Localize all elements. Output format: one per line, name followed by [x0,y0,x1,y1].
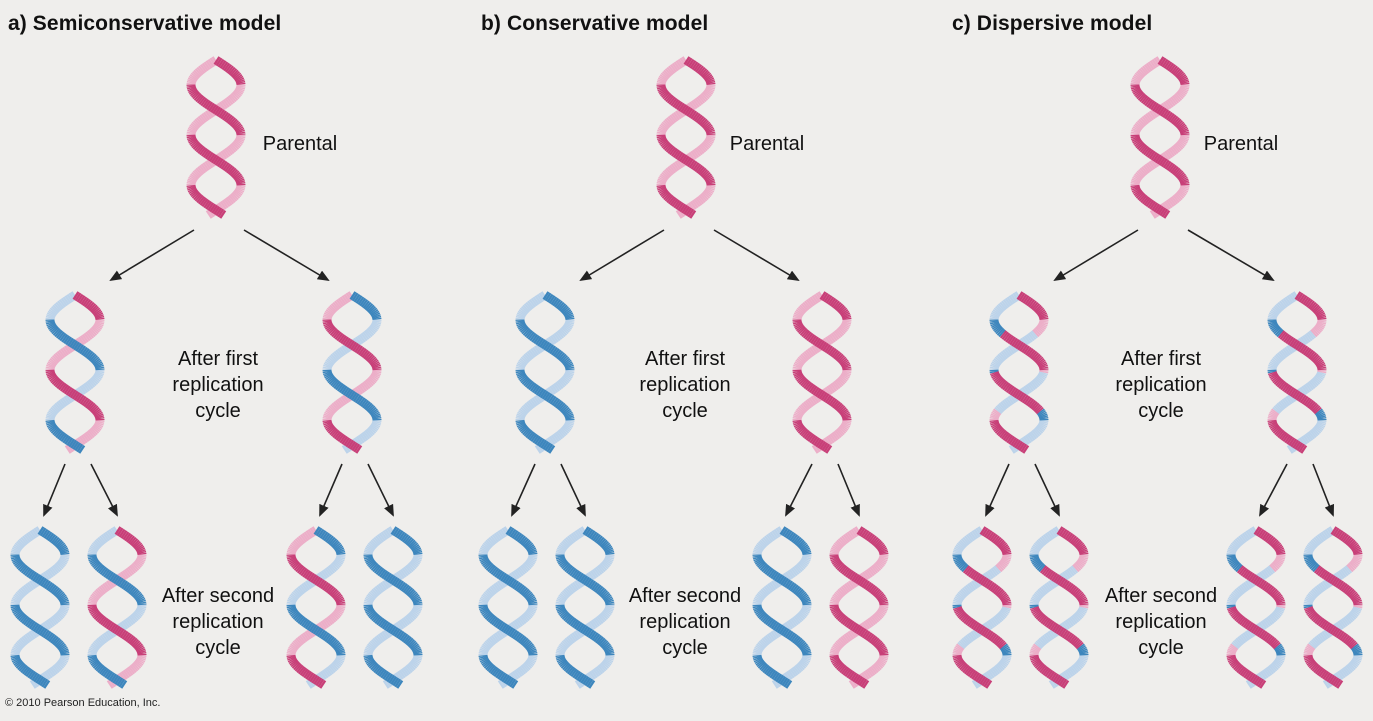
panel-b-title: b) Conservative model [481,12,709,35]
panel-b-second-helix-3 [752,526,812,689]
panel-a-second-helix-1 [10,526,70,689]
panel-c-arrow-to-second-2 [1034,463,1060,517]
panel-c-second-helix-3 [1226,526,1286,689]
panel-a-second-helix-3 [286,526,346,689]
panel-c-second-helix-1 [952,526,1012,689]
panel-c-first-cycle-label: After first replication cycle [1115,348,1207,422]
panel-c-title: c) Dispersive model [952,12,1153,35]
panel-c-arrow-to-second-3 [1259,463,1288,517]
panel-b-second-helix-4 [829,526,889,689]
panel-c-first-helix-2 [1267,291,1327,454]
panel-b-arrow-to-second-2 [560,463,586,517]
panel-a-title: a) Semiconservative model [8,12,282,35]
panel-b-first-helix-2 [792,291,852,454]
panel-a-arrow-to-second-1 [43,463,66,517]
panel-c-parental-helix [1130,56,1190,219]
panel-b-arrow-to-second-4 [837,463,860,517]
panel-c-arrow-to-first-left [1053,229,1139,282]
panel-b-first-cycle-label: After first replication cycle [639,348,731,422]
panel-c-second-helix-2 [1029,526,1089,689]
panel-a-first-helix-2 [322,291,382,454]
panel-b-second-cycle-label: After second replication cycle [628,585,742,659]
panel-a-arrow-to-first-left [109,229,195,282]
panel-c-second-cycle-label: After second replication cycle [1104,585,1218,659]
panel-a-second-helix-4 [363,526,423,689]
panel-c-arrow-to-second-1 [985,463,1010,517]
panel-b-parental-label: Parental [729,133,805,155]
panel-c-parental-label: Parental [1203,133,1279,155]
panel-c-arrow-to-first-right [1187,229,1275,282]
panel-b-second-helix-2 [555,526,615,689]
panel-b-second-helix-1 [478,526,538,689]
panel-a-first-cycle-label: After first replication cycle [172,348,264,422]
panel-c-first-helix-1 [989,291,1049,454]
panel-a-arrow-to-first-right [243,229,330,282]
panel-c-second-helix-4 [1303,526,1363,689]
copyright-notice: © 2010 Pearson Education, Inc. [5,697,161,709]
panel-c-arrow-to-second-4 [1312,463,1335,517]
panel-a-parental-label: Parental [262,133,338,155]
panel-a-arrow-to-second-4 [367,463,394,517]
panel-a-second-helix-2 [87,526,147,689]
panel-b-first-helix-1 [515,291,575,454]
panel-b-arrow-to-second-1 [511,463,536,517]
panel-a-arrow-to-second-3 [319,463,343,517]
panel-a-parental-helix [186,56,246,219]
panel-a-second-cycle-label: After second replication cycle [161,585,275,659]
panel-b-arrow-to-first-left [579,229,665,282]
panel-a-arrow-to-second-2 [90,463,118,517]
panel-b-parental-helix [656,56,716,219]
panel-b-arrow-to-second-3 [785,463,813,517]
panel-a-first-helix-1 [45,291,105,454]
panel-b-arrow-to-first-right [713,229,800,282]
